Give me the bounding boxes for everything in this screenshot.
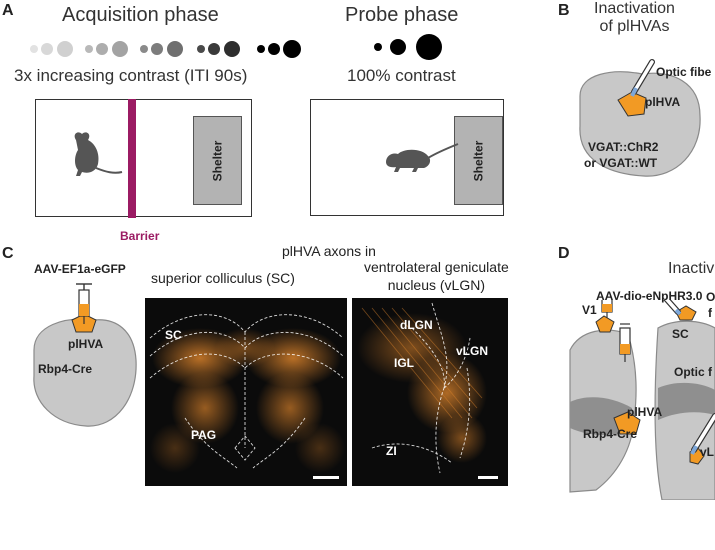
vlgn-image-label: vLGN xyxy=(456,344,489,358)
brain-section-b xyxy=(579,59,701,177)
probe-contrast-dots xyxy=(374,34,442,60)
syringe-d-plhva xyxy=(619,323,631,362)
dlgn-image-label: dLGN xyxy=(400,318,433,332)
sc-micrograph: SC PAG xyxy=(145,298,347,486)
running-mouse-icon xyxy=(386,143,459,172)
barrier-label: Barrier xyxy=(120,229,160,243)
sc-caption: superior colliculus (SC) xyxy=(151,270,295,286)
vlgn-caption-line1: ventrolateral geniculate xyxy=(364,259,509,275)
optic-fiber-b xyxy=(630,59,655,97)
pag-image-label: PAG xyxy=(191,428,217,442)
panel-letter-d: D xyxy=(558,245,570,262)
igl-image-label: IGL xyxy=(394,356,414,370)
contrast-dots-mid-high xyxy=(140,41,183,57)
barrier xyxy=(128,99,136,218)
vlgn-caption-line2: nucleus (vLGN) xyxy=(387,277,486,293)
optic-fiber-label: Optic fibe xyxy=(656,65,712,79)
panel-b-title-line1: Inactivation xyxy=(594,0,675,17)
scale-bar-sc xyxy=(313,476,339,479)
mouse-line-d: Rbp4-Cre xyxy=(583,427,638,441)
panel-letter-a: A xyxy=(2,2,14,19)
contrast-dots-low xyxy=(30,41,73,57)
rearing-mouse-icon xyxy=(74,132,123,176)
sc-label-d: SC xyxy=(672,327,689,341)
vlgn-partial-label: vL xyxy=(700,445,715,459)
virus-label-d: AAV-dio-eNpHR3.0 xyxy=(596,289,703,303)
optic-fiber-partial-label: Optic f xyxy=(674,365,712,379)
probe-phase-title: Probe phase xyxy=(345,4,459,26)
acquisition-caption: 3x increasing contrast (ITI 90s) xyxy=(14,66,248,85)
vlgn-micrograph: dLGN vLGN IGL ZI xyxy=(352,298,508,486)
probe-caption: 100% contrast xyxy=(347,66,456,85)
axons-heading: plHVA axons in xyxy=(282,243,376,259)
genotype-line1: VGAT::ChR2 xyxy=(588,140,659,154)
plhva-label-d: plHVA xyxy=(627,405,663,419)
optic-fiber-partial-2: f xyxy=(708,306,712,320)
contrast-dots-max xyxy=(257,40,301,58)
panel-letter-b: B xyxy=(558,2,570,19)
plhva-label-b: plHVA xyxy=(645,95,681,109)
contrast-dots-high xyxy=(197,41,240,57)
scale-bar-vlgn xyxy=(478,476,498,479)
panel-b-title: Inactivation of plHVAs xyxy=(594,0,675,36)
acquisition-shelter: Shelter xyxy=(193,116,242,205)
plhva-label-c: plHVA xyxy=(68,337,104,351)
optic-fiber-d-vlgn xyxy=(690,413,715,455)
optic-fiber-partial-1: O xyxy=(706,290,715,304)
syringe-d-v1 xyxy=(601,300,613,318)
mouse-line-c: Rbp4-Cre xyxy=(38,362,93,376)
virus-label-c: AAV-EF1a-eGFP xyxy=(34,262,126,276)
brain-section-c xyxy=(33,283,137,427)
panel-b-title-line2: of plHVAs xyxy=(599,18,670,35)
shelter-label: Shelter xyxy=(210,140,225,181)
contrast-dot-sequence xyxy=(30,40,301,58)
syringe-c xyxy=(76,283,92,324)
acquisition-phase-title: Acquisition phase xyxy=(62,4,219,26)
zi-image-label: ZI xyxy=(386,444,397,458)
brain-sections-d xyxy=(569,300,715,500)
sc-image-label: SC xyxy=(165,328,182,342)
probe-shelter: Shelter xyxy=(454,116,503,205)
optic-fiber-d-sc xyxy=(663,300,682,316)
vlgn-caption: ventrolateral geniculate nucleus (vLGN) xyxy=(364,258,509,294)
panel-letter-c: C xyxy=(2,245,14,262)
shelter-label: Shelter xyxy=(471,140,486,181)
genotype-line2: or VGAT::WT xyxy=(584,156,658,170)
panel-d-title: Inactiv xyxy=(668,260,715,277)
v1-label: V1 xyxy=(582,303,597,317)
contrast-dots-mid-low xyxy=(85,41,128,57)
